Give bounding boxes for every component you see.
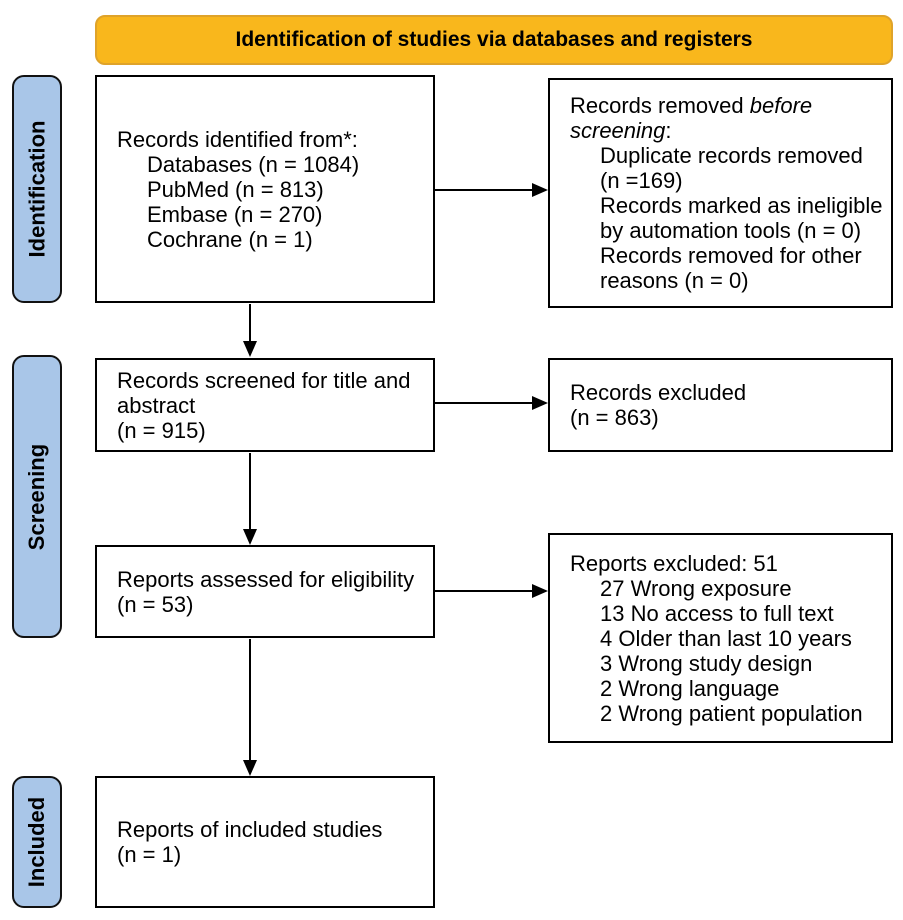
box-included-studies-content: Reports of included studies (n = 1) [97, 817, 433, 867]
excluded-reason: 13 No access to full text [600, 600, 834, 626]
arrow-shaft [435, 590, 532, 592]
box-included-studies: Reports of included studies (n = 1) [95, 776, 435, 908]
arrow-screened-to-assessed [243, 453, 257, 545]
arrow-right-icon [532, 183, 548, 197]
excluded-reason: 3 Wrong study design [600, 650, 813, 676]
header-banner: Identification of studies via databases … [95, 15, 893, 65]
stage-included-label: Included [24, 796, 50, 888]
box-reports-excluded: Reports excluded: 51 27 Wrong exposure 1… [548, 533, 893, 743]
records-removed-title: Records removed before screening: [570, 93, 883, 143]
box-records-identified-content: Records identified from*: Databases (n =… [97, 127, 433, 252]
stage-screening-label: Screening [24, 443, 49, 550]
records-screened-count: (n = 915) [117, 417, 206, 443]
excluded-reason: 27 Wrong exposure [600, 575, 792, 601]
box-records-identified: Records identified from*: Databases (n =… [95, 75, 435, 303]
box-records-excluded-content: Records excluded (n = 863) [550, 380, 891, 430]
records-excluded-count: (n = 863) [570, 405, 659, 430]
arrow-shaft [435, 402, 532, 404]
included-studies-line: Reports of included studies [117, 817, 383, 842]
excluded-reason: 4 Older than last 10 years [600, 625, 852, 651]
stage-identification: Identification [12, 75, 62, 303]
box-records-removed-content: Records removed before screening: Duplic… [550, 93, 891, 293]
arrow-shaft [249, 453, 251, 529]
reports-assessed-line: Reports assessed for eligibility [117, 566, 415, 592]
records-removed-title-suffix: : [665, 118, 672, 143]
excluded-reason: 2 Wrong language [600, 675, 780, 701]
box-records-screened: Records screened for title and abstract … [95, 358, 435, 452]
arrow-right-icon [532, 396, 548, 410]
identified-item: Cochrane (n = 1) [147, 226, 313, 252]
stage-included: Included [12, 776, 62, 908]
arrow-assessed-to-included [243, 639, 257, 776]
reports-excluded-title: Reports excluded: 51 [570, 550, 778, 576]
arrow-identified-to-removed [435, 183, 548, 197]
arrow-down-icon [243, 760, 257, 776]
stage-identification-label: Identification [24, 120, 50, 258]
arrow-right-icon [532, 584, 548, 598]
identified-item: Embase (n = 270) [147, 201, 323, 227]
arrow-shaft [249, 304, 251, 341]
stage-screening: Screening [12, 355, 62, 638]
arrow-assessed-to-excluded [435, 584, 548, 598]
arrow-screened-to-excluded [435, 396, 548, 410]
box-reports-assessed-content: Reports assessed for eligibility (n = 53… [97, 567, 433, 617]
records-removed-title-prefix: Records removed [570, 93, 750, 118]
arrow-down-icon [243, 341, 257, 357]
excluded-reason: 2 Wrong patient population [600, 700, 863, 726]
arrow-down-icon [243, 529, 257, 545]
box-records-screened-content: Records screened for title and abstract … [97, 368, 433, 443]
identified-item: Databases (n = 1084) [147, 151, 360, 177]
removed-item: Duplicate records removed (n =169) [600, 143, 863, 193]
removed-item: Records marked as ineligible by automati… [600, 193, 883, 243]
box-records-excluded: Records excluded (n = 863) [548, 358, 893, 452]
box-reports-assessed: Reports assessed for eligibility (n = 53… [95, 545, 435, 638]
arrow-shaft [249, 639, 251, 760]
removed-item: Records removed for other reasons (n = 0… [600, 243, 862, 293]
box-reports-excluded-content: Reports excluded: 51 27 Wrong exposure 1… [550, 551, 891, 726]
records-removed-title-italic: before screening [570, 93, 813, 143]
records-excluded-line: Records excluded [570, 380, 747, 405]
reports-assessed-count: (n = 53) [117, 591, 194, 617]
included-studies-count: (n = 1) [117, 842, 182, 867]
arrow-shaft [435, 189, 532, 191]
arrow-identified-to-screened [243, 304, 257, 357]
identified-item: PubMed (n = 813) [147, 176, 324, 202]
box-records-removed: Records removed before screening: Duplic… [548, 78, 893, 308]
records-screened-line: Records screened for title and abstract [117, 367, 411, 418]
header-title: Identification of studies via databases … [235, 28, 753, 51]
records-identified-title: Records identified from*: [117, 126, 358, 152]
